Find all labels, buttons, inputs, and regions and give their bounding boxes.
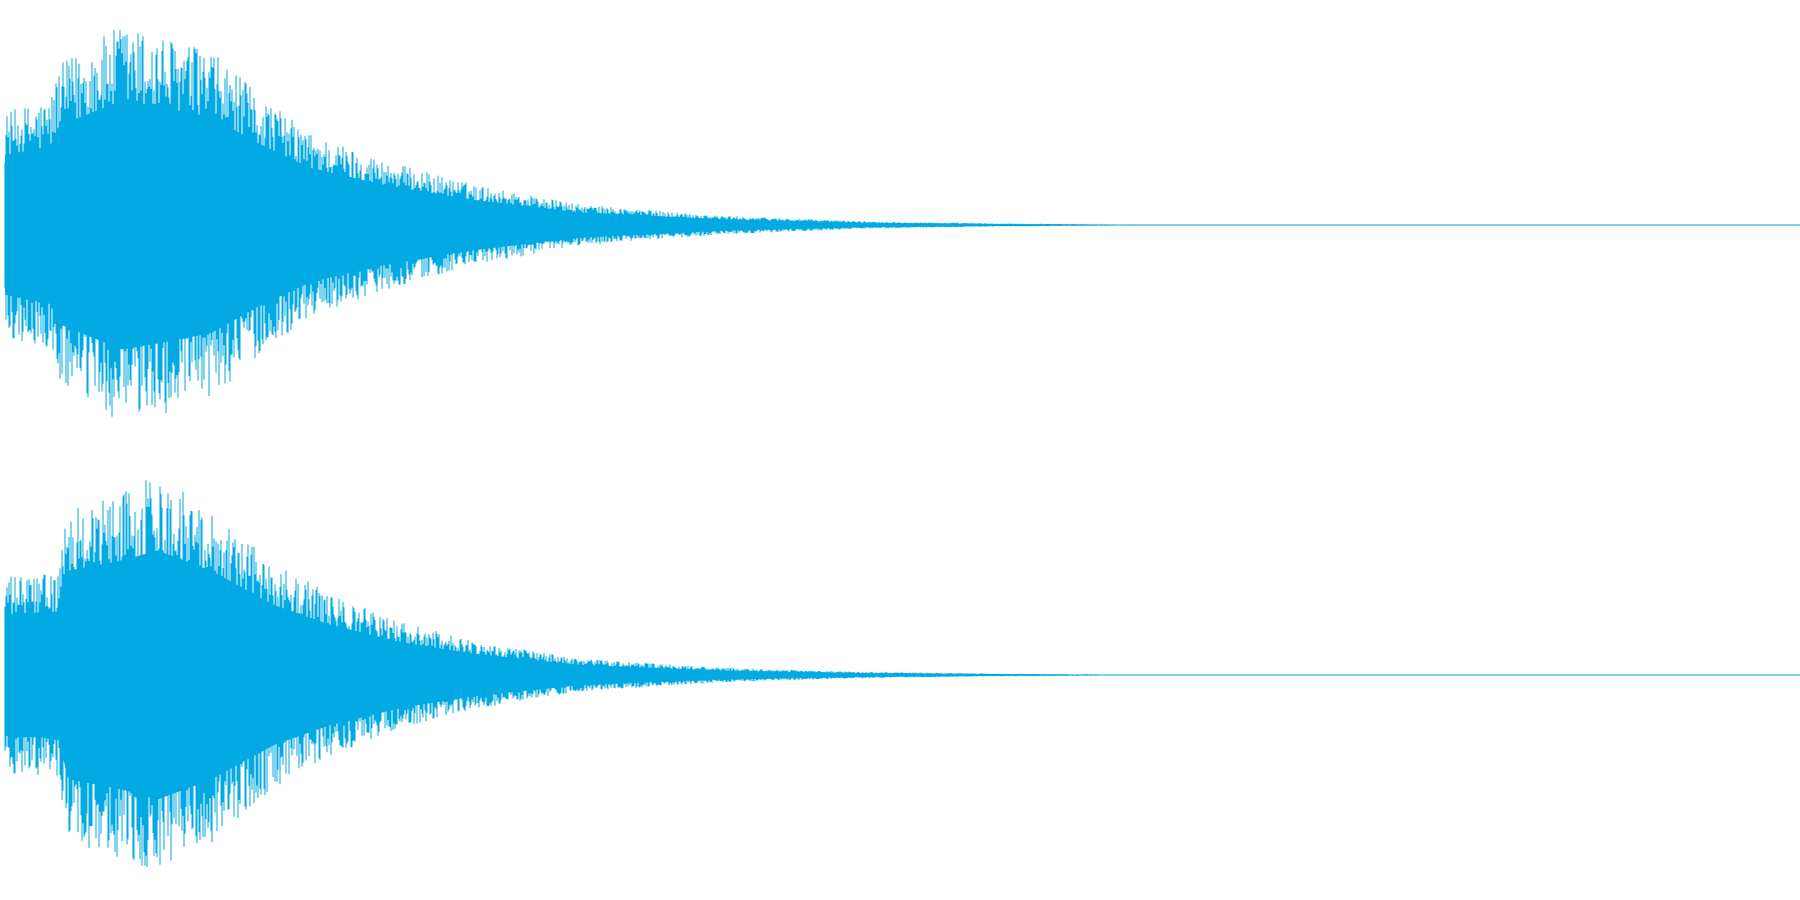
channel-1-waveform (4, 29, 1800, 417)
waveform-spikes (4, 480, 1634, 867)
waveform-spike-lines (4, 480, 1634, 867)
channel-2-waveform (0, 450, 1800, 900)
waveform-spikes (4, 29, 1687, 417)
waveform-spike-lines (4, 29, 1687, 417)
channel-2-waveform-svg (4, 480, 1800, 867)
channel-1-waveform-svg (4, 29, 1800, 417)
